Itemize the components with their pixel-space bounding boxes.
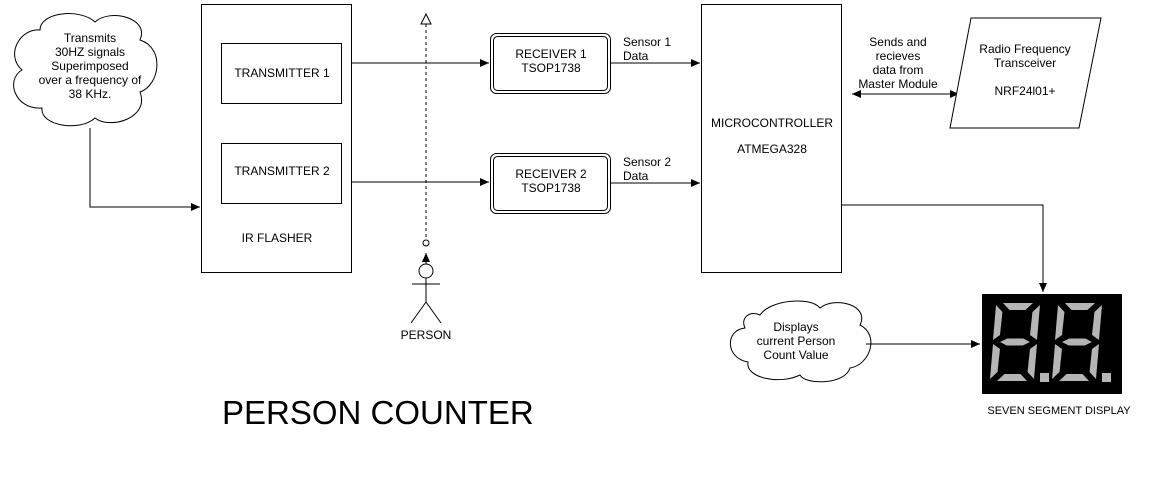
digit-2-seg-c (1089, 344, 1099, 379)
digit-2-seg-d (1059, 374, 1089, 381)
microcontroller-label: MICROCONTROLLER ATMEGA328 (710, 116, 833, 156)
cloud-transmit-shape (13, 13, 158, 127)
person-label: PERSON (400, 328, 452, 342)
sensor1-label: Sensor 1 Data (623, 35, 672, 63)
ir-flasher-label: IR FLASHER (241, 231, 313, 245)
mcu-to-display-arrow (842, 204, 1047, 292)
cloud-display-text: Displays current Person Count Value (756, 320, 836, 362)
digit-2-seg-f (1055, 305, 1065, 340)
digit-1-seg-c (1027, 344, 1037, 379)
digit-1-decimal-point (1040, 373, 1049, 382)
transmitter2-label: TRANSMITTER 2 (234, 164, 330, 178)
cloud-transmit-text: Transmits 30HZ signals Superimposed over… (38, 31, 142, 101)
rf-link-label: Sends and recieves data from Master Modu… (858, 35, 938, 91)
cloud-display-shape (729, 300, 872, 383)
digit-2-seg-g (1062, 338, 1092, 346)
rf-transceiver-shape (949, 17, 1102, 129)
digit-1-seg-e (990, 344, 1000, 379)
digit-2-decimal-point (1102, 373, 1111, 382)
digit-2-seg-b (1092, 305, 1102, 340)
person-figure (410, 263, 442, 324)
seven-segment-label: SEVEN SEGMENT DISPLAY (987, 405, 1131, 417)
seven-segment-display (982, 294, 1122, 394)
digit-1-seg-b (1030, 305, 1040, 340)
rf-transceiver-label: Radio Frequency Transceiver NRF24l01+ (979, 42, 1071, 98)
diagram-title: PERSON COUNTER (222, 394, 534, 431)
person-path-arrowhead (420, 12, 432, 25)
receiver1-label: RECEIVER 1 TSOP1738 (515, 47, 587, 75)
transmitter1-box (221, 43, 342, 104)
receiver2-box (490, 153, 611, 214)
receiver2-label: RECEIVER 2 TSOP1738 (515, 167, 587, 195)
transmitter1-label: TRANSMITTER 1 (234, 66, 330, 80)
digit-1-seg-g (1000, 338, 1030, 346)
digit-2-seg-a (1065, 303, 1095, 310)
digit-1-seg-f (993, 305, 1003, 340)
digit-1-seg-d (997, 374, 1027, 381)
digit-2-seg-e (1052, 344, 1062, 379)
cloud-to-flasher-arrow (89, 128, 200, 211)
microcontroller-box (701, 4, 842, 273)
digit-1-seg-a (1003, 303, 1033, 310)
receiver1-box (490, 33, 611, 94)
sensor2-label: Sensor 2 Data (623, 155, 672, 183)
person-path-start (422, 239, 430, 247)
transmitter2-box (221, 143, 342, 204)
